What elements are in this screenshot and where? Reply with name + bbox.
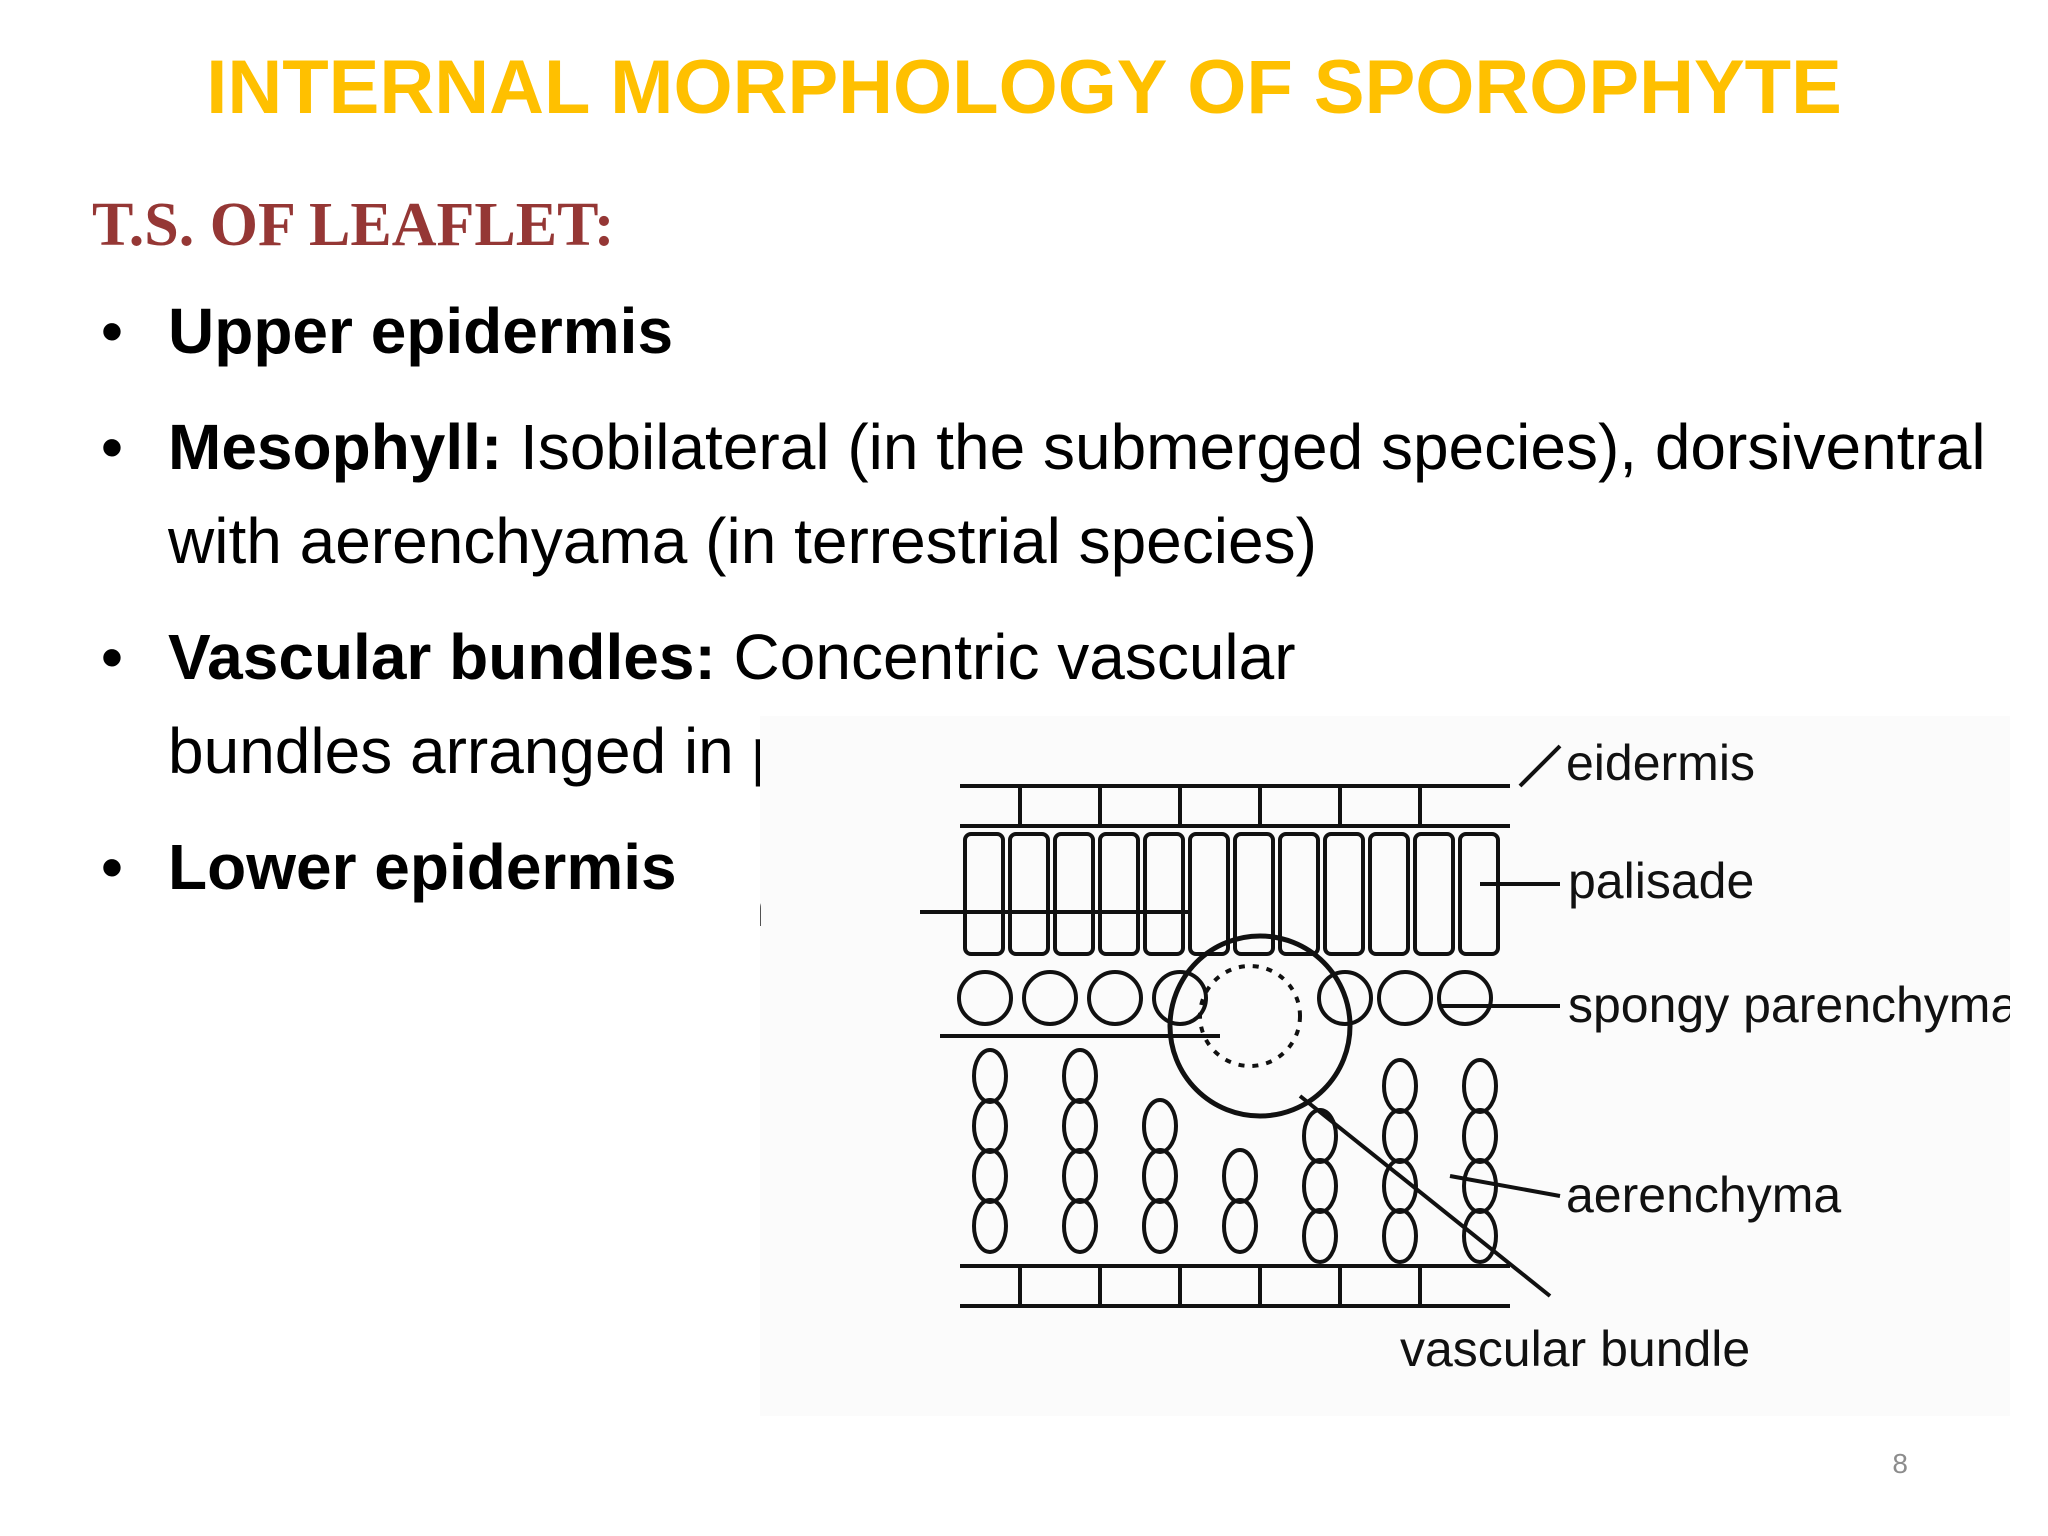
label-spongy-parenchyma: spongy parenchyma bbox=[1568, 977, 2010, 1033]
bullet-term: Mesophyll: bbox=[168, 411, 503, 483]
label-vascular-bundle: vascular bundle bbox=[1400, 1321, 1750, 1377]
label-phloem: phloem bbox=[760, 881, 764, 937]
bullet-icon: • bbox=[100, 411, 124, 483]
bullet-icon: • bbox=[100, 831, 124, 903]
bullet-text: Isobilateral (in the submerged species),… bbox=[168, 411, 1986, 577]
label-palisade: palisade bbox=[1568, 853, 1754, 909]
bullet-term: Upper epidermis bbox=[168, 295, 674, 367]
bullet-term: Vascular bundles: bbox=[168, 621, 716, 693]
leaflet-cross-section-svg: eidermis palisade phloem xylem spongy pa… bbox=[600, 735, 2018, 1377]
bullet-icon: • bbox=[100, 295, 124, 367]
bullet-list: • Upper epidermis • Mesophyll: Isobilate… bbox=[92, 284, 2012, 936]
label-aerenchyma: aerenchyma bbox=[1566, 1167, 1841, 1223]
bullet-item: • Mesophyll: Isobilateral (in the submer… bbox=[92, 400, 2012, 588]
slide-title: INTERNAL MORPHOLOGY OF SPOROPHYTE bbox=[206, 45, 1842, 130]
bullet-icon: • bbox=[100, 621, 124, 693]
bullet-item: • Lower epidermis bbox=[92, 820, 2012, 914]
bullet-term: Lower epidermis bbox=[168, 831, 677, 903]
bullet-item: • Upper epidermis bbox=[92, 284, 2012, 378]
bullet-item: • Vascular bundles: Concentric vascular … bbox=[92, 610, 1398, 798]
leaflet-cross-section-diagram: eidermis palisade phloem xylem spongy pa… bbox=[600, 716, 2018, 1416]
page-number: 8 bbox=[1892, 1448, 1908, 1479]
section-heading: T.S. OF LEAFLET: bbox=[92, 191, 615, 259]
label-epidermis: eidermis bbox=[1566, 735, 1755, 791]
